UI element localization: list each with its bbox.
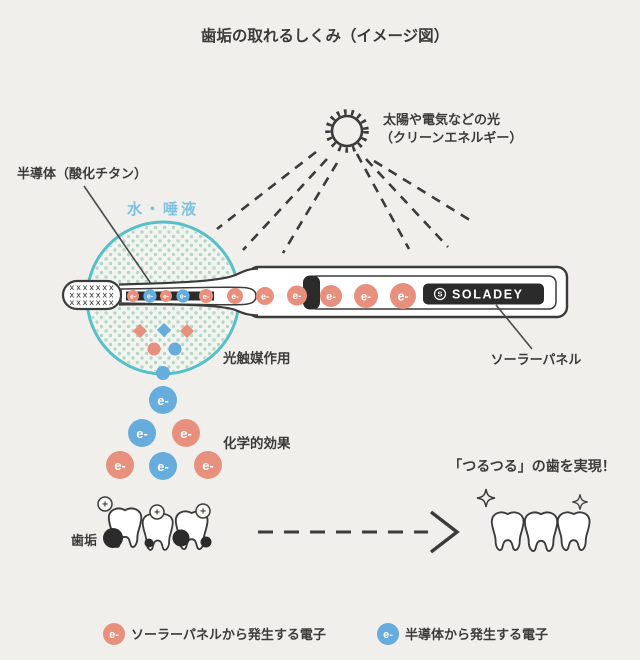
solar-electron [194,451,222,479]
brand-logo-mark: S [437,290,442,299]
arrowhead [429,510,460,554]
svg-text:e-: e- [397,290,408,304]
semiconductor-electron [149,386,177,414]
bristles: ✕✕✕✕✕✕✕ ✕✕✕✕✕✕✕ ✕✕✕✕✕✕✕ [69,283,115,308]
svg-text:e-: e- [130,293,136,300]
plaque-spot [172,529,190,547]
svg-text:e-: e- [261,291,269,301]
handle-bracket [303,275,320,310]
light-ray [355,153,411,250]
solar-electron [160,290,172,302]
light-ray [242,158,328,251]
light-ray [216,150,317,231]
solar-electron [227,288,243,304]
plaque-label: 歯垢 [71,533,97,548]
semiconductor-pointer-line [83,185,157,292]
svg-text:+: + [102,500,108,511]
svg-text:e-: e- [163,293,169,300]
light-ray [281,162,339,254]
svg-text:e-: e- [203,292,210,301]
result-label: 「つるつる」の歯を実現！ [448,458,615,474]
svg-text:e-: e- [109,629,119,641]
semiconductor-electron [149,452,177,480]
svg-text:e-: e- [114,458,126,473]
solar-electron [199,289,213,303]
light-ray [365,158,449,248]
solar-panel-label: ソーラーパネル [491,352,582,367]
light-rays [216,150,474,254]
rod-electrons: e- e- e- e- e- [127,289,213,303]
legend-solar-label: ソーラーパネルから発生する電子 [131,627,326,642]
svg-text:e-: e- [202,458,214,473]
svg-text:e-: e- [326,291,336,303]
svg-text:e-: e- [383,629,393,641]
chemical-effect-label: 化学的効果 [223,435,291,451]
sun-label-line1: 太陽や電気などの光 [382,112,500,127]
water-saliva-label: 水・唾液 [127,200,199,218]
page-title: 歯垢の取れるしくみ（イメージ図） [201,26,449,45]
solar-electron [127,290,139,302]
sun-icon [325,109,369,153]
solar-electron [106,451,134,479]
solar-electron [172,419,200,447]
toothbrush-head [61,279,123,311]
plaque-spot [200,536,212,548]
svg-text:✕✕✕✕✕✕✕: ✕✕✕✕✕✕✕ [69,298,115,308]
solar-electron [390,283,416,309]
svg-text:e-: e- [147,294,154,301]
falling-electrons: e- e- e- e- e- e- [106,386,222,480]
svg-text:e-: e- [180,426,192,441]
legend-semiconductor-label: 半導体から発生する電子 [405,627,548,642]
solar-electron [256,287,274,305]
blue-particle [156,366,170,380]
solar-electron [320,285,342,307]
semiconductor-label: 半導体（酸化チタン） [17,166,147,181]
semiconductor-electron [176,289,190,303]
legend: e- ソーラーパネルから発生する電子 e- 半導体から発生する電子 [103,623,548,645]
solar-electron [354,284,378,308]
semiconductor-electron [128,419,156,447]
svg-text:+: + [200,507,206,518]
blue-particle [168,342,182,356]
sun-label-line2: （クリーンエネルギー） [380,130,522,145]
solar-panel-pointer-line [495,304,533,350]
blue-particle [156,322,172,338]
plaque-spot [144,538,154,548]
semiconductor-electron [143,289,157,303]
orange-particle [179,323,195,339]
svg-text:e-: e- [231,292,238,301]
legend-solar-electron-icon [103,623,125,645]
brand-name: SOLADEY [452,288,524,302]
svg-text:e-: e- [180,294,187,301]
photocatalysis-label: 光触媒作用 [222,350,291,366]
svg-text:e-: e- [361,291,371,303]
orange-particle [147,342,161,356]
solar-electron [287,285,307,306]
svg-text:✕✕✕✕✕✕✕: ✕✕✕✕✕✕✕ [69,283,115,293]
dirty-teeth: + + + [97,496,212,551]
sun-label: 太陽や電気などの光 （クリーンエネルギー） [380,112,522,145]
svg-text:e-: e- [157,393,169,408]
transition-arrow [258,510,460,554]
legend-semiconductor-electron-icon [377,623,399,645]
svg-text:e-: e- [157,459,169,474]
svg-text:+: + [154,508,160,519]
svg-text:e-: e- [136,426,148,441]
orange-particle [132,323,148,339]
toothbrush: e- e- e- e- e- ✕✕✕✕✕✕✕ ✕✕✕✕✕✕✕ ✕✕✕✕✕✕✕ e… [61,265,569,319]
handle-electrons: e- e- e- e- e- e- [227,283,416,309]
svg-text:e-: e- [293,291,302,302]
plaque-spot [103,528,123,548]
positive-charges: + + + [97,496,211,520]
reaction-particles [132,322,195,380]
svg-text:✕✕✕✕✕✕✕: ✕✕✕✕✕✕✕ [69,291,115,301]
light-ray [373,159,474,224]
solar-panel: S SOLADEY [423,283,544,305]
brand-logo-circle [433,287,447,301]
